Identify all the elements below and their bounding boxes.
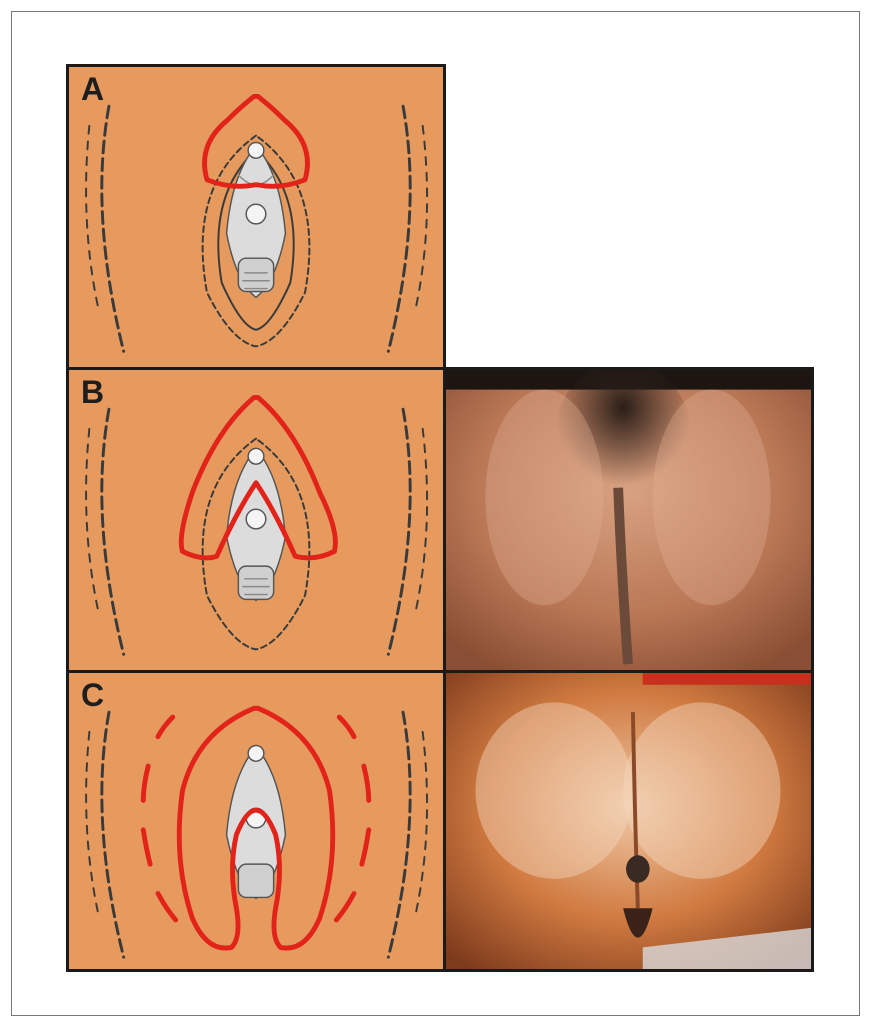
anatomy-illustration-a: [69, 67, 443, 367]
panel-label-c: C: [81, 679, 104, 711]
clinical-photo-b: [443, 367, 814, 673]
illustration-panel-b: B: [66, 367, 446, 673]
clinical-photo-c-image: [446, 673, 811, 969]
clinical-photo-c: [443, 670, 814, 972]
illustration-panel-c: C: [66, 670, 446, 972]
illustration-panel-a: A: [66, 64, 446, 370]
panel-label-b: B: [81, 376, 104, 408]
anatomy-illustration-c: [69, 673, 443, 969]
anatomy-illustration-b: [69, 370, 443, 670]
panel-label-a: A: [81, 73, 104, 105]
clinical-photo-b-image: [446, 370, 811, 670]
